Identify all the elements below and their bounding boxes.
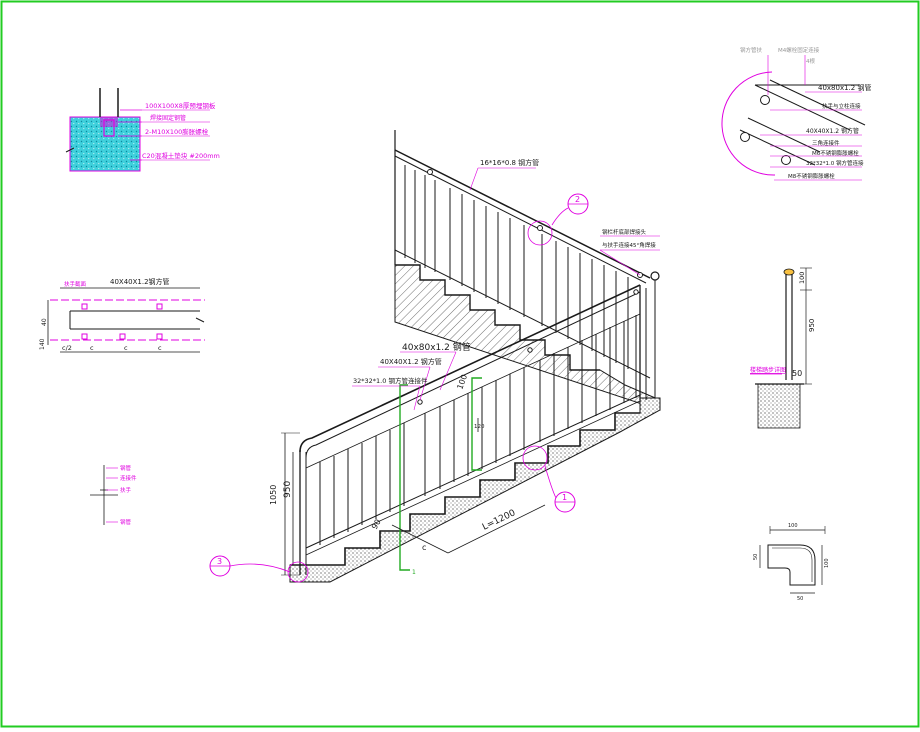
callout-3: 3: [217, 557, 222, 566]
detail2-top-label-2: M4螺栓固定连接: [778, 46, 820, 54]
side-detail-label: 楼梯踏步详图: [750, 366, 786, 374]
dim-1050: 1050: [269, 485, 278, 505]
dim-950: 950: [283, 481, 293, 498]
legend-item-3: 扶手: [120, 486, 132, 494]
detail2-label-1: 40x80x1.2 钢管: [818, 83, 871, 92]
detail2-label-5: M6不锈钢膨胀螺栓: [812, 149, 859, 157]
handrail-plan-detail: 扶手截面 40X40X1.2钢方管 c/2 c c c 40 140: [39, 277, 205, 353]
section-mark: 1: [412, 569, 416, 576]
side-dim-50: 50: [792, 369, 802, 378]
elbow-detail: 100 50 100 50: [753, 523, 830, 602]
handrail-label: 40x80x1.2 钢管: [402, 341, 471, 353]
embed-label-3: 2-M10X100膨胀螺栓: [145, 127, 209, 136]
embed-label-4: C20混凝土垫块 #200mm: [142, 151, 220, 160]
dim-120: 120: [474, 424, 485, 430]
elbow-dim-right: 100: [824, 558, 830, 568]
plan-dim-c-3: c: [158, 344, 162, 352]
post-label: 40X40X1.2 钢方管: [380, 357, 442, 366]
embed-plate-detail: 100X100X8厚预埋钢板 焊接固定钢管 2-M10X100膨胀螺栓 C20混…: [65, 88, 220, 172]
detail2-label-3: 40X40X1.2 钢方管: [806, 127, 859, 135]
embed-label-2: 焊接固定钢管: [150, 114, 186, 122]
plan-dim-c2: c/2: [62, 344, 72, 352]
dim-c: c: [422, 543, 426, 552]
top-label: 16*16*0.8 钢方管: [480, 158, 539, 167]
upper-balusters: [404, 165, 629, 369]
dim-90: 90: [370, 518, 383, 531]
elbow-dim-left: 50: [753, 554, 759, 560]
side-dim-950: 950: [808, 319, 816, 332]
dim-100: 100: [455, 373, 469, 390]
lower-balusters: [319, 315, 637, 545]
callout-1: 1: [562, 493, 567, 502]
post-side-detail: 100 950 50 楼梯踏步详图: [750, 267, 816, 429]
elbow-dim-top: 100: [788, 523, 798, 529]
detail2-label-2: 扶手与立柱连接: [822, 102, 861, 110]
base-label: 32*32*1.0 钢方管连接件: [353, 376, 428, 385]
plan-dim-c-1: c: [90, 344, 94, 352]
legend-item-1: 钢管: [120, 464, 132, 472]
detail2-label-6: 32*32*1.0 钢方管连接: [806, 159, 864, 167]
upper-note-1: 钢栏杆底部焊接头: [602, 228, 647, 236]
embed-label-1: 100X100X8厚预埋钢板: [145, 101, 216, 110]
detail2-top-label-3: 4根: [806, 57, 815, 65]
connection-detail: 钢方管扶 M4螺栓固定连接 4根 40x80x1.2 钢管 扶手与立柱连接 40…: [721, 46, 871, 181]
detail2-top-label-1: 钢方管扶: [740, 46, 763, 54]
plan-dim-40: 40: [41, 318, 48, 326]
small-legend: 钢管 连接件 扶手 钢管: [90, 464, 137, 526]
legend-item-4: 钢管: [120, 518, 132, 526]
upper-note-2: 与扶手连接45°角焊接: [602, 241, 656, 249]
plan-dim-c-2: c: [124, 344, 128, 352]
detail2-label-4: 三角连接件: [812, 139, 840, 147]
elbow-dim-bottom: 50: [797, 596, 803, 602]
main-stair-view: 1050 950 1 120 100 L=1200 c 90 40x80x1.2…: [209, 130, 661, 583]
detail2-label-7: M8不锈钢膨胀螺栓: [788, 172, 835, 180]
dim-1200: L=1200: [481, 508, 518, 533]
plan-top-label-1: 扶手截面: [64, 280, 87, 288]
legend-item-2: 连接件: [120, 474, 137, 482]
plan-dim-140: 140: [39, 338, 46, 350]
plan-top-label-2: 40X40X1.2钢方管: [110, 277, 170, 286]
side-dim-100: 100: [798, 272, 806, 284]
callout-2: 2: [575, 195, 580, 204]
